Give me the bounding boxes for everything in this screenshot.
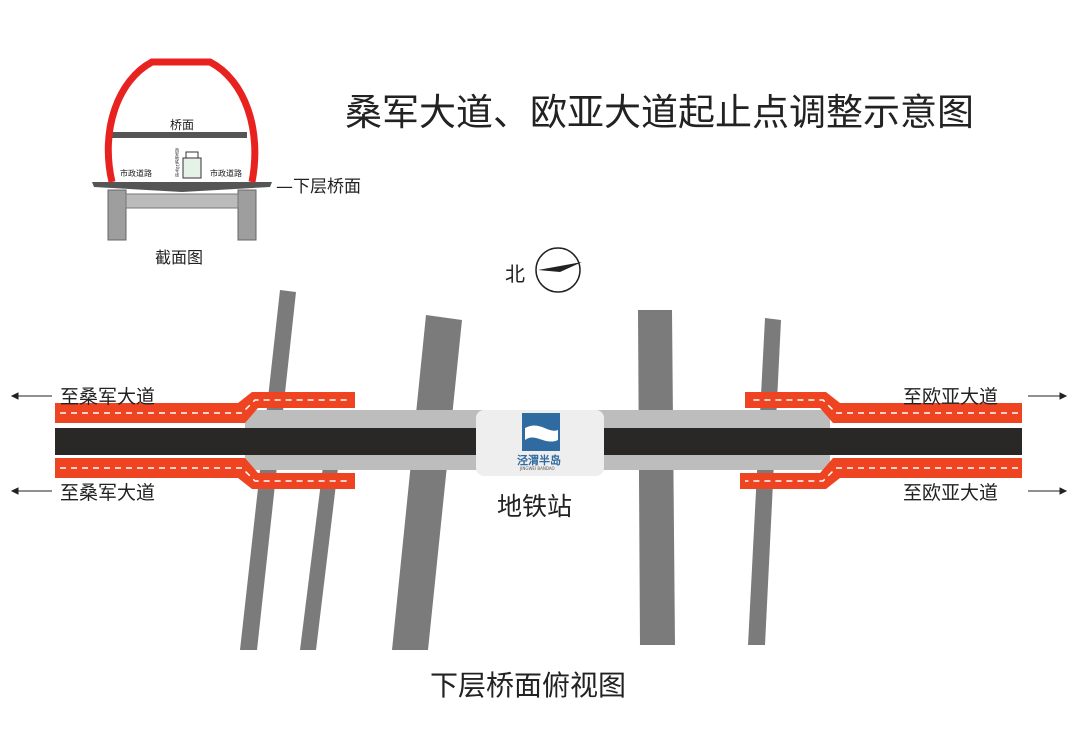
upper-deck-label: 桥面 [170, 118, 195, 132]
lower-deck-label: —下层桥面 [276, 177, 361, 197]
jingwei-logo-icon [522, 413, 560, 451]
station-label: 地铁站 [497, 492, 573, 521]
upper-deck-shape [112, 132, 247, 138]
pier-right [237, 189, 257, 241]
logo-text: 泾渭半岛 [517, 454, 561, 467]
north-compass-icon [535, 247, 582, 293]
crossing-road-3 [392, 315, 462, 650]
to-sangjun-bottom: 至桑军大道 [60, 482, 156, 504]
pier-left [107, 189, 127, 241]
metro-label: 西安地铁10号线 [175, 148, 180, 178]
to-sangjun-top: 至桑军大道 [60, 386, 156, 408]
plan-caption: 下层桥面俯视图 [430, 669, 627, 702]
road-left-label: 市政道路 [120, 169, 152, 178]
logo-subtext: JINGWEI BANDAO [520, 466, 555, 471]
cross-section-caption: 截面图 [155, 248, 204, 267]
lanes [55, 392, 1022, 489]
metro-train-icon [182, 157, 202, 179]
crossing-road-4 [638, 310, 675, 645]
cross-section-drawing [92, 58, 272, 241]
north-label: 北 [505, 262, 525, 286]
to-ouya-bottom: 至欧亚大道 [903, 482, 999, 504]
page-title: 桑军大道、欧亚大道起止点调整示意图 [345, 91, 974, 134]
road-right-label: 市政道路 [210, 169, 242, 178]
cross-beam [125, 193, 239, 209]
direction-arrows [10, 392, 1068, 495]
arch [104, 58, 259, 183]
lower-deck-shape [92, 182, 272, 192]
to-ouya-top: 至欧亚大道 [903, 386, 999, 408]
